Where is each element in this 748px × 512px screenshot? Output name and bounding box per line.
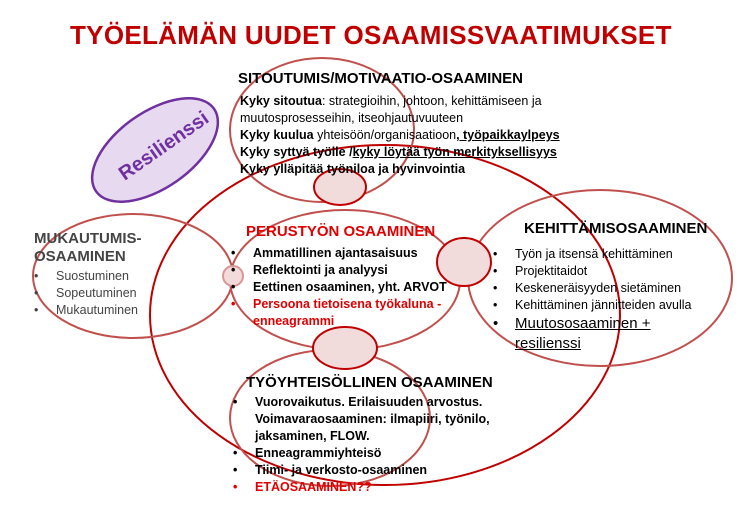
text: kyky löytää työn merkityksellisyys (352, 145, 557, 159)
text: Kyky ylläpitää työniloa ja hyvinvointia (240, 162, 466, 176)
bullet-icon: • (231, 297, 236, 311)
text: Tiimi- ja verkosto-osaaminen (255, 463, 428, 477)
connector-node-top (313, 168, 367, 206)
bullet-icon: • (233, 395, 238, 409)
text: Eettinen osaaminen, yht. ARVOT (253, 280, 447, 294)
text: , työpaikkaylpeys (456, 128, 560, 142)
list-item: • Suostuminen (34, 268, 138, 285)
resilience-ellipse (90, 97, 220, 203)
list-item: • Persoona tietoisena työkaluna - enneagra… (231, 296, 447, 330)
mukautumis-heading: MUKAUTUMIS- OSAAMINEN (34, 230, 141, 266)
text: Persoona tietoisena työkaluna - (253, 297, 442, 311)
list-item: • Eettinen osaaminen, yht. ARVOT (231, 279, 447, 296)
sitoutumis-heading: SITOUTUMIS/MOTIVAATIO-OSAAMINEN (238, 70, 523, 87)
text: muutosprosesseihin, itseohjautuvuuteen (240, 111, 464, 125)
text: Enneagrammiyhteisö (255, 446, 382, 460)
text: Sopeutuminen (56, 286, 137, 300)
bullet-icon: • (231, 263, 236, 277)
text: enneagrammi (253, 314, 335, 328)
text: Voimavaraosaaminen: ilmapiiri, työnilo, (255, 412, 490, 426)
text: Kyky syttyä työlle / (240, 145, 353, 159)
list-item: • Työn ja itsensä kehittäminen (493, 246, 692, 263)
list-item: • Sopeutuminen (34, 285, 138, 302)
text: MUKAUTUMIS- (34, 230, 142, 247)
text: Kyky sitoutua (240, 94, 322, 108)
text: Keskeneräisyyden sietäminen (515, 281, 682, 295)
list-item: • Keskeneräisyyden sietäminen (493, 280, 692, 297)
bullet-icon: • (34, 286, 39, 300)
bullet-icon: • (231, 280, 236, 294)
list-item: • Reflektointi ja analyysi (231, 262, 447, 279)
ellipse-sitoutumis (229, 57, 415, 203)
list-item: • Vuorovaikutus. Erilaisuuden arvostus. Vo… (233, 394, 490, 445)
list-item: • Mukautuminen (34, 302, 138, 319)
bullet-icon: • (493, 264, 498, 278)
text: Mukautuminen (56, 303, 138, 317)
list-item: • Tiimi- ja verkosto-osaaminen (233, 462, 490, 479)
bullet-icon: • (34, 269, 39, 283)
text: Vuorovaikutus. Erilaisuuden arvostus. (255, 395, 483, 409)
bullet-icon: • (233, 446, 238, 460)
list-item: • Kehittäminen jännitteiden avulla (493, 297, 692, 314)
bullet-icon: • (493, 315, 499, 332)
kehittamis-list: • Työn ja itsensä kehittäminen • Projektit… (493, 246, 692, 354)
text: Kehittäminen jännitteiden avulla (515, 298, 692, 312)
text: Työn ja itsensä kehittäminen (515, 247, 673, 261)
tyoyhteisollinen-list: • Vuorovaikutus. Erilaisuuden arvostus. Vo… (233, 394, 490, 496)
text: ETÄOSAAMINEN?? (255, 480, 372, 494)
outer-ring (149, 144, 621, 486)
perustyon-list: • Ammatillinen ajantasaisuus • Reflektoint… (231, 245, 447, 330)
perustyon-heading: PERUSTYÖN OSAAMINEN (246, 223, 436, 240)
text: yhteisöön/organisaatioon (313, 128, 457, 142)
text: Kyky kuulua (240, 128, 314, 142)
bullet-icon: • (493, 298, 498, 312)
list-item: • ETÄOSAAMINEN?? (233, 479, 490, 496)
list-item: • Enneagrammiyhteisö (233, 445, 490, 462)
text: resilienssi (515, 335, 581, 352)
bullet-icon: • (233, 463, 238, 477)
bullet-icon: • (493, 247, 498, 261)
bullet-icon: • (233, 480, 238, 494)
connector-node-bottom (312, 326, 378, 370)
text: jaksaminen, FLOW. (255, 429, 370, 443)
text: OSAAMINEN (34, 248, 126, 265)
tyoyhteisollinen-heading: TYÖYHTEISÖLLINEN OSAAMINEN (246, 374, 493, 391)
kehittamis-heading: KEHITTÄMISOSAAMINEN (524, 220, 708, 237)
list-item: • Projektitaidot (493, 263, 692, 280)
bullet-icon: • (493, 281, 498, 295)
text: Reflektointi ja analyysi (253, 263, 388, 277)
text: Projektitaidot (515, 264, 588, 278)
connector-node-left (222, 265, 244, 287)
list-item: • Muutososaaminen + resilienssi (493, 314, 692, 354)
connector-node-right (436, 237, 492, 287)
text: : strategioihin, johtoon, kehittämiseen … (321, 94, 542, 108)
text: Ammatillinen ajantasaisuus (253, 246, 418, 260)
page-title: TYÖELÄMÄN UUDET OSAAMISSVAATIMUKSET (70, 20, 672, 50)
list-item: • Ammatillinen ajantasaisuus (231, 245, 447, 262)
sitoutumis-text: Kyky sitoutua: strategioihin, johtoon, k… (240, 93, 560, 178)
text: Suostuminen (56, 269, 129, 283)
bullet-icon: • (231, 246, 236, 260)
text: Muutososaaminen + (515, 315, 651, 332)
bullet-icon: • (34, 303, 39, 317)
mukautumis-list: • Suostuminen • Sopeutuminen • Mukautuminen (34, 268, 138, 319)
